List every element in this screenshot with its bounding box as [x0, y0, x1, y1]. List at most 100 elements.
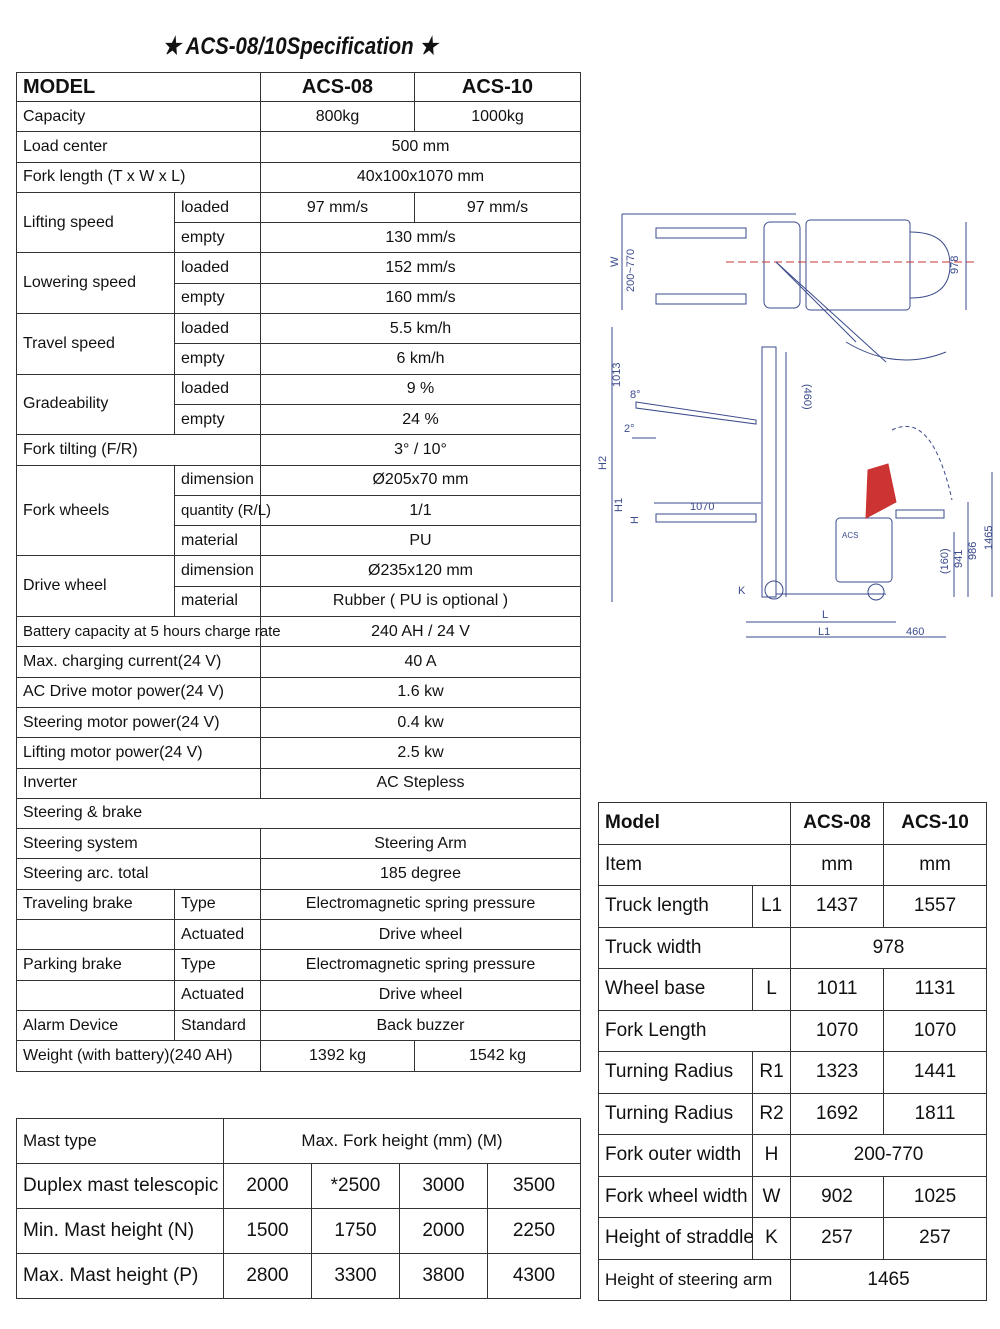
spec-header-row: MODEL ACS-08 ACS-10	[16, 72, 581, 102]
spec-row-capacity: Capacity 800kg 1000kg	[16, 100, 581, 133]
spec-condition: quantity (R/L)	[174, 494, 271, 527]
dims-value: 1692	[790, 1092, 885, 1135]
dim-label: K	[738, 585, 746, 597]
spec-value: Ø205x70 mm	[260, 464, 581, 496]
spec-value: 1000kg	[414, 100, 581, 133]
spec-label: Lifting motor power(24 V)	[16, 737, 261, 769]
mast-cell: 2000	[399, 1208, 488, 1254]
dims-code: H	[751, 1134, 792, 1177]
spec-row-fork-wheels-quantity: quantity (R/L) 1/1	[17, 494, 581, 527]
spec-value: 24 %	[260, 403, 581, 436]
spec-label: Lowering speed	[16, 252, 175, 315]
dims-row: Truck length L1 1437 1557	[598, 885, 988, 928]
spec-value: 1.6 kw	[260, 676, 581, 708]
spec-value: Drive wheel	[260, 919, 581, 951]
spec-row-gradeability-loaded: Gradeability loaded 9 %	[16, 373, 581, 436]
dims-label: Truck width	[597, 926, 792, 969]
spec-value: Electromagnetic spring pressure	[260, 949, 581, 981]
spec-condition: empty	[174, 343, 261, 375]
spec-value: Ø235x120 mm	[260, 555, 581, 587]
dim-label: L	[822, 609, 828, 621]
mast-header-row: Mast type Max. Fork height (mm) (M)	[16, 1118, 581, 1164]
spec-label: Capacity	[16, 100, 261, 133]
spec-condition: loaded	[174, 373, 261, 405]
spec-value: 160 mm/s	[260, 282, 581, 315]
spec-row-alarm: Alarm Device Standard Back buzzer	[16, 1009, 581, 1042]
spec-row-drive-wheel-dimension: Drive wheel dimension Ø235x120 mm	[16, 555, 581, 618]
spec-label-empty	[16, 979, 175, 1011]
spec-header-model: MODEL	[16, 72, 261, 102]
spec-value: 800kg	[260, 100, 415, 133]
dims-header-model: Model	[597, 802, 792, 845]
spec-row-drive-motor: AC Drive motor power(24 V) 1.6 kw	[16, 676, 581, 708]
dims-row: Truck width 978	[597, 926, 988, 969]
mast-row: Duplex mast telescopic 2000 *2500 3000 3…	[16, 1163, 581, 1209]
dims-value: 200-770	[790, 1134, 988, 1177]
spec-value: 6 km/h	[260, 343, 581, 375]
dims-row: Wheel base L 1011 1131	[598, 968, 988, 1011]
dims-value: 978	[790, 926, 988, 969]
mast-cell: 2250	[487, 1208, 581, 1254]
spec-value: 40x100x1070 mm	[260, 161, 581, 193]
spec-row-lowering-loaded: Lowering speed loaded 152 mm/s	[16, 252, 581, 315]
spec-value: Steering Arm	[260, 828, 581, 860]
dims-value: 257	[790, 1217, 885, 1260]
spec-label: Fork length (T x W x L)	[16, 161, 261, 193]
dims-value: 1070	[790, 1009, 885, 1052]
dim-label: 8°	[630, 389, 641, 401]
spec-condition: loaded	[174, 191, 261, 224]
mast-row-label: Min. Mast height (N)	[16, 1208, 224, 1254]
spec-label: Steering motor power(24 V)	[16, 706, 261, 739]
dim-label: 1013	[611, 363, 623, 387]
spec-row-lifting-motor: Lifting motor power(24 V) 2.5 kw	[16, 737, 581, 769]
mast-row: Max. Mast height (P) 2800 3300 3800 4300	[16, 1253, 581, 1299]
spec-row-travel-empty: empty 6 km/h	[17, 343, 581, 375]
dim-label: 978	[949, 256, 961, 274]
spec-table: MODEL ACS-08 ACS-10 Capacity 800kg 1000k…	[16, 72, 581, 1072]
spec-value: 97 mm/s	[414, 191, 581, 224]
dims-header-row: Model ACS-08 ACS-10	[597, 802, 988, 845]
brand-label: ACS	[842, 531, 858, 540]
dims-code: K	[751, 1217, 792, 1260]
spec-label: AC Drive motor power(24 V)	[16, 676, 261, 708]
mast-cell: 1750	[311, 1208, 400, 1254]
spec-label: Weight (with battery)(240 AH)	[16, 1040, 261, 1072]
spec-value: 1392 kg	[260, 1040, 415, 1072]
spec-row-parking-brake-type: Parking brake Type Electromagnetic sprin…	[16, 949, 581, 981]
spec-row-gradeability-empty: empty 24 %	[17, 403, 581, 436]
spec-row-lowering-empty: empty 160 mm/s	[17, 282, 581, 315]
dims-item-label: Item	[597, 843, 792, 886]
dims-label: Height of steering arm	[597, 1258, 792, 1301]
spec-value: 185 degree	[260, 858, 581, 890]
spec-value: 1/1	[260, 494, 581, 527]
spec-label: Drive wheel	[16, 555, 175, 618]
dims-value: 1557	[883, 885, 988, 928]
spec-label: Max. charging current(24 V)	[16, 646, 261, 678]
mast-table: Mast type Max. Fork height (mm) (M) Dupl…	[16, 1118, 581, 1299]
dims-row: Height of straddle K 257 257	[598, 1217, 988, 1260]
spec-label: Steering arc. total	[16, 858, 261, 890]
spec-row-drive-wheel-material: material Rubber ( PU is optional )	[17, 585, 581, 618]
spec-value: 2.5 kw	[260, 737, 581, 769]
spec-row-lifting-loaded: Lifting speed loaded 97 mm/s 97 mm/s	[16, 191, 581, 254]
spec-row-travel-loaded: Travel speed loaded 5.5 km/h	[16, 313, 581, 375]
dims-item-row: Item mm mm	[597, 843, 988, 886]
spec-condition: loaded	[174, 252, 261, 284]
spec-header-acs08: ACS-08	[260, 72, 415, 102]
spec-row-load-center: Load center 500 mm	[16, 131, 581, 163]
dims-value: 1437	[790, 885, 885, 928]
dims-code: L1	[751, 885, 792, 928]
spec-row-steering-arc: Steering arc. total 185 degree	[16, 858, 581, 890]
dims-row: Fork Length 1070 1070	[597, 1009, 988, 1052]
dim-label: H1	[613, 498, 625, 512]
spec-label: Load center	[16, 131, 261, 163]
spec-condition: empty	[174, 222, 261, 254]
spec-value: 5.5 km/h	[260, 313, 581, 345]
dim-label: 941	[953, 550, 965, 568]
spec-condition: empty	[174, 282, 261, 315]
spec-value: 152 mm/s	[260, 252, 581, 284]
spec-condition: Type	[174, 949, 261, 981]
mast-header-title: Max. Fork height (mm) (M)	[223, 1118, 581, 1164]
spec-section-label: Steering & brake	[16, 797, 581, 830]
dims-row: Fork outer width H 200-770	[598, 1134, 988, 1177]
